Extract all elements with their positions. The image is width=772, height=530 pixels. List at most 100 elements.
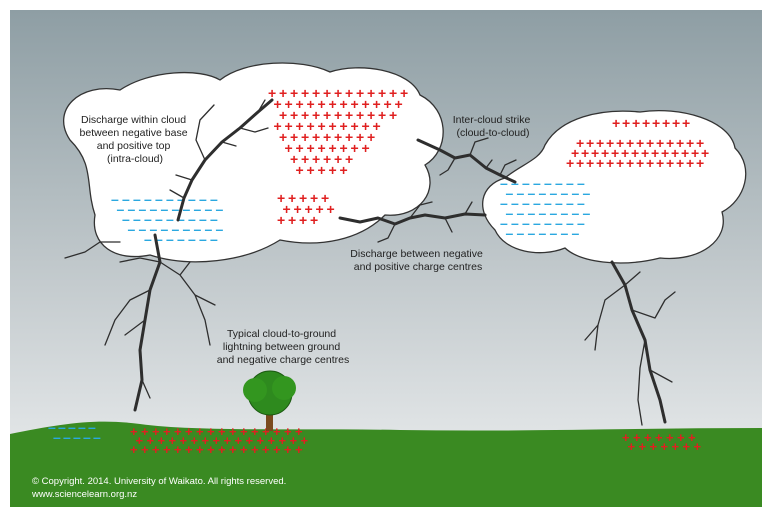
positive-charge: + — [682, 115, 690, 131]
positive-charge: + — [345, 85, 353, 101]
positive-charge: + — [676, 135, 684, 151]
positive-charge: + — [268, 85, 276, 101]
negative-charge: – — [544, 215, 552, 231]
positive-charge: + — [310, 190, 318, 206]
positive-charge: + — [367, 129, 375, 145]
positive-charge: + — [345, 151, 353, 167]
negative-charge: – — [517, 225, 525, 241]
negative-charge: – — [522, 195, 530, 211]
positive-charge: + — [373, 118, 381, 134]
positive-charge: + — [626, 155, 634, 171]
positive-charge: + — [636, 135, 644, 151]
negative-charge: – — [122, 211, 130, 227]
negative-charge: – — [550, 205, 558, 221]
negative-charge: – — [117, 201, 125, 217]
positive-charge: + — [671, 145, 679, 161]
negative-charge: – — [539, 185, 547, 201]
negative-charge: – — [183, 201, 191, 217]
positive-charge: + — [651, 145, 659, 161]
negative-charge: – — [199, 211, 207, 227]
negative-charge: – — [188, 211, 196, 227]
positive-charge: + — [628, 439, 636, 454]
negative-charge: – — [572, 225, 580, 241]
negative-charge: – — [517, 185, 525, 201]
positive-charge: + — [251, 424, 259, 439]
negative-charge: – — [139, 221, 147, 237]
label-cloud-to-ground: Typical cloud-to-ground lightning betwee… — [217, 328, 350, 366]
positive-charge: + — [318, 96, 326, 112]
positive-charge: + — [283, 201, 291, 217]
negative-charge: – — [53, 429, 61, 445]
negative-charge: – — [177, 191, 185, 207]
positive-charge: + — [666, 430, 674, 445]
positive-charge: + — [334, 151, 342, 167]
negative-charge: – — [506, 225, 514, 241]
positive-charge: + — [329, 96, 337, 112]
positive-charge: + — [185, 442, 193, 457]
positive-charge: + — [196, 424, 204, 439]
positive-charge: + — [152, 442, 160, 457]
positive-charge: + — [262, 442, 270, 457]
negative-charge: – — [528, 225, 536, 241]
positive-charge: + — [661, 145, 669, 161]
positive-charge: + — [318, 118, 326, 134]
negative-charge: – — [183, 221, 191, 237]
positive-charge: + — [676, 155, 684, 171]
positive-charge: + — [169, 433, 177, 448]
positive-charge: + — [329, 140, 337, 156]
positive-charge: + — [656, 155, 664, 171]
negative-charge: – — [161, 201, 169, 217]
positive-charge: + — [616, 155, 624, 171]
positive-charge: + — [257, 433, 265, 448]
positive-charge: + — [356, 107, 364, 123]
positive-charge: + — [327, 201, 335, 217]
positive-charge: + — [655, 430, 663, 445]
negative-charge: – — [511, 215, 519, 231]
positive-charge: + — [130, 424, 138, 439]
positive-charge: + — [296, 140, 304, 156]
positive-charge: + — [147, 433, 155, 448]
positive-charge: + — [329, 162, 337, 178]
positive-charge: + — [384, 96, 392, 112]
positive-charge: + — [273, 442, 281, 457]
positive-charge: + — [229, 424, 237, 439]
intra-cloud-branch — [169, 99, 269, 199]
positive-charge: + — [662, 115, 670, 131]
negative-charge: – — [63, 429, 71, 445]
positive-charge: + — [367, 85, 375, 101]
tree-canopy-lobe — [272, 376, 296, 400]
positive-charge: + — [235, 433, 243, 448]
positive-charge: + — [606, 155, 614, 171]
negative-charge: – — [561, 205, 569, 221]
positive-charge: + — [274, 96, 282, 112]
positive-charge: + — [246, 433, 254, 448]
positive-charge: + — [240, 424, 248, 439]
positive-charge: + — [174, 442, 182, 457]
positive-charge: + — [596, 135, 604, 151]
negative-charge: – — [210, 231, 218, 247]
negative-charge: – — [188, 191, 196, 207]
negative-charge: – — [88, 419, 96, 435]
positive-charge: + — [362, 96, 370, 112]
positive-charge: + — [136, 433, 144, 448]
negative-charge: – — [528, 205, 536, 221]
positive-charge: + — [666, 155, 674, 171]
positive-charge: + — [340, 140, 348, 156]
positive-charge: + — [277, 212, 285, 228]
positive-charge: + — [180, 433, 188, 448]
charge-layer: ++++++++++++++++++++++++++++++++++++++++… — [48, 85, 709, 457]
positive-charge: + — [213, 433, 221, 448]
positive-charge: + — [290, 107, 298, 123]
negative-charge: – — [544, 175, 552, 191]
positive-charge: + — [571, 145, 579, 161]
positive-charge: + — [290, 151, 298, 167]
positive-charge: + — [294, 201, 302, 217]
negative-charge: – — [522, 215, 530, 231]
positive-charge: + — [202, 433, 210, 448]
negative-charge: – — [577, 195, 585, 211]
positive-charge: + — [576, 155, 584, 171]
positive-charge: + — [652, 115, 660, 131]
positive-charge: + — [191, 433, 199, 448]
positive-charge: + — [596, 155, 604, 171]
